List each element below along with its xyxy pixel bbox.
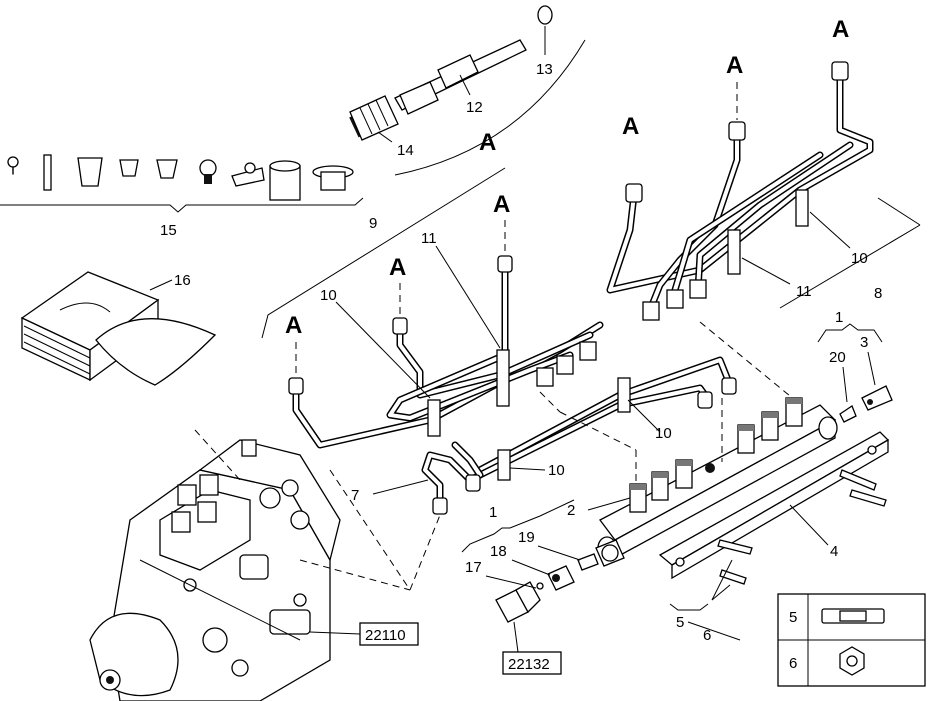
callout-8: 8	[874, 285, 882, 302]
center-pipes	[421, 356, 737, 515]
legend-table	[777, 593, 926, 687]
callout-6: 6	[703, 627, 711, 644]
legend-row1-number: 5	[789, 609, 797, 626]
pressure-sensor	[495, 539, 625, 623]
marker-a: A	[622, 113, 639, 140]
callout-1: 1	[835, 309, 843, 326]
callout-18: 18	[490, 543, 507, 560]
marker-a: A	[479, 129, 496, 156]
callout-1: 1	[489, 504, 497, 521]
callout-7: 7	[351, 487, 359, 504]
ref-pump: 22110	[365, 627, 406, 644]
marker-a: A	[493, 191, 510, 218]
callout-16: 16	[174, 272, 191, 289]
callout-15: 15	[160, 222, 177, 239]
callout-10: 10	[851, 250, 868, 267]
callout-5: 5	[676, 614, 684, 631]
small-parts-kit	[7, 154, 354, 201]
ref-box-sensor	[502, 651, 562, 675]
callout-9: 9	[369, 215, 377, 232]
rail-fittings	[839, 385, 893, 423]
line-set-9-bracket	[261, 167, 506, 339]
injection-pump	[89, 439, 341, 701]
group-1-bracket-top	[817, 323, 883, 343]
callout-3: 3	[860, 334, 868, 351]
marker-a: A	[832, 16, 849, 43]
callout-10: 10	[548, 462, 565, 479]
group-1-bracket-left	[461, 499, 575, 553]
right-pipe-set	[606, 61, 874, 321]
callout-19: 19	[518, 529, 535, 546]
line-set-8-bracket	[779, 224, 921, 309]
marker-a: A	[726, 52, 743, 79]
callout-20: 20	[829, 349, 846, 366]
marker-a: A	[285, 312, 302, 339]
callout-17: 17	[465, 559, 482, 576]
callout-4: 4	[830, 543, 838, 560]
callout-10: 10	[320, 287, 337, 304]
legend-row2-number: 6	[789, 655, 797, 672]
left-pipe-set	[288, 255, 604, 449]
callout-11: 11	[421, 230, 437, 247]
seal-package	[20, 271, 217, 386]
fuel-rail	[597, 397, 838, 560]
callout-10: 10	[655, 425, 672, 442]
marker-a: A	[389, 254, 406, 281]
ref-box-pump	[359, 622, 419, 646]
group-56-bracket	[669, 603, 709, 611]
rail-bracket	[658, 431, 890, 585]
kit-bracket	[0, 197, 364, 213]
ref-sensor: 22132	[508, 656, 550, 673]
callout-12: 12	[466, 99, 483, 116]
injector-nozzle	[349, 5, 586, 176]
callout-11: 11	[796, 283, 812, 300]
callout-14: 14	[397, 142, 414, 159]
callout-13: 13	[536, 61, 553, 78]
callout-2: 2	[567, 502, 575, 519]
